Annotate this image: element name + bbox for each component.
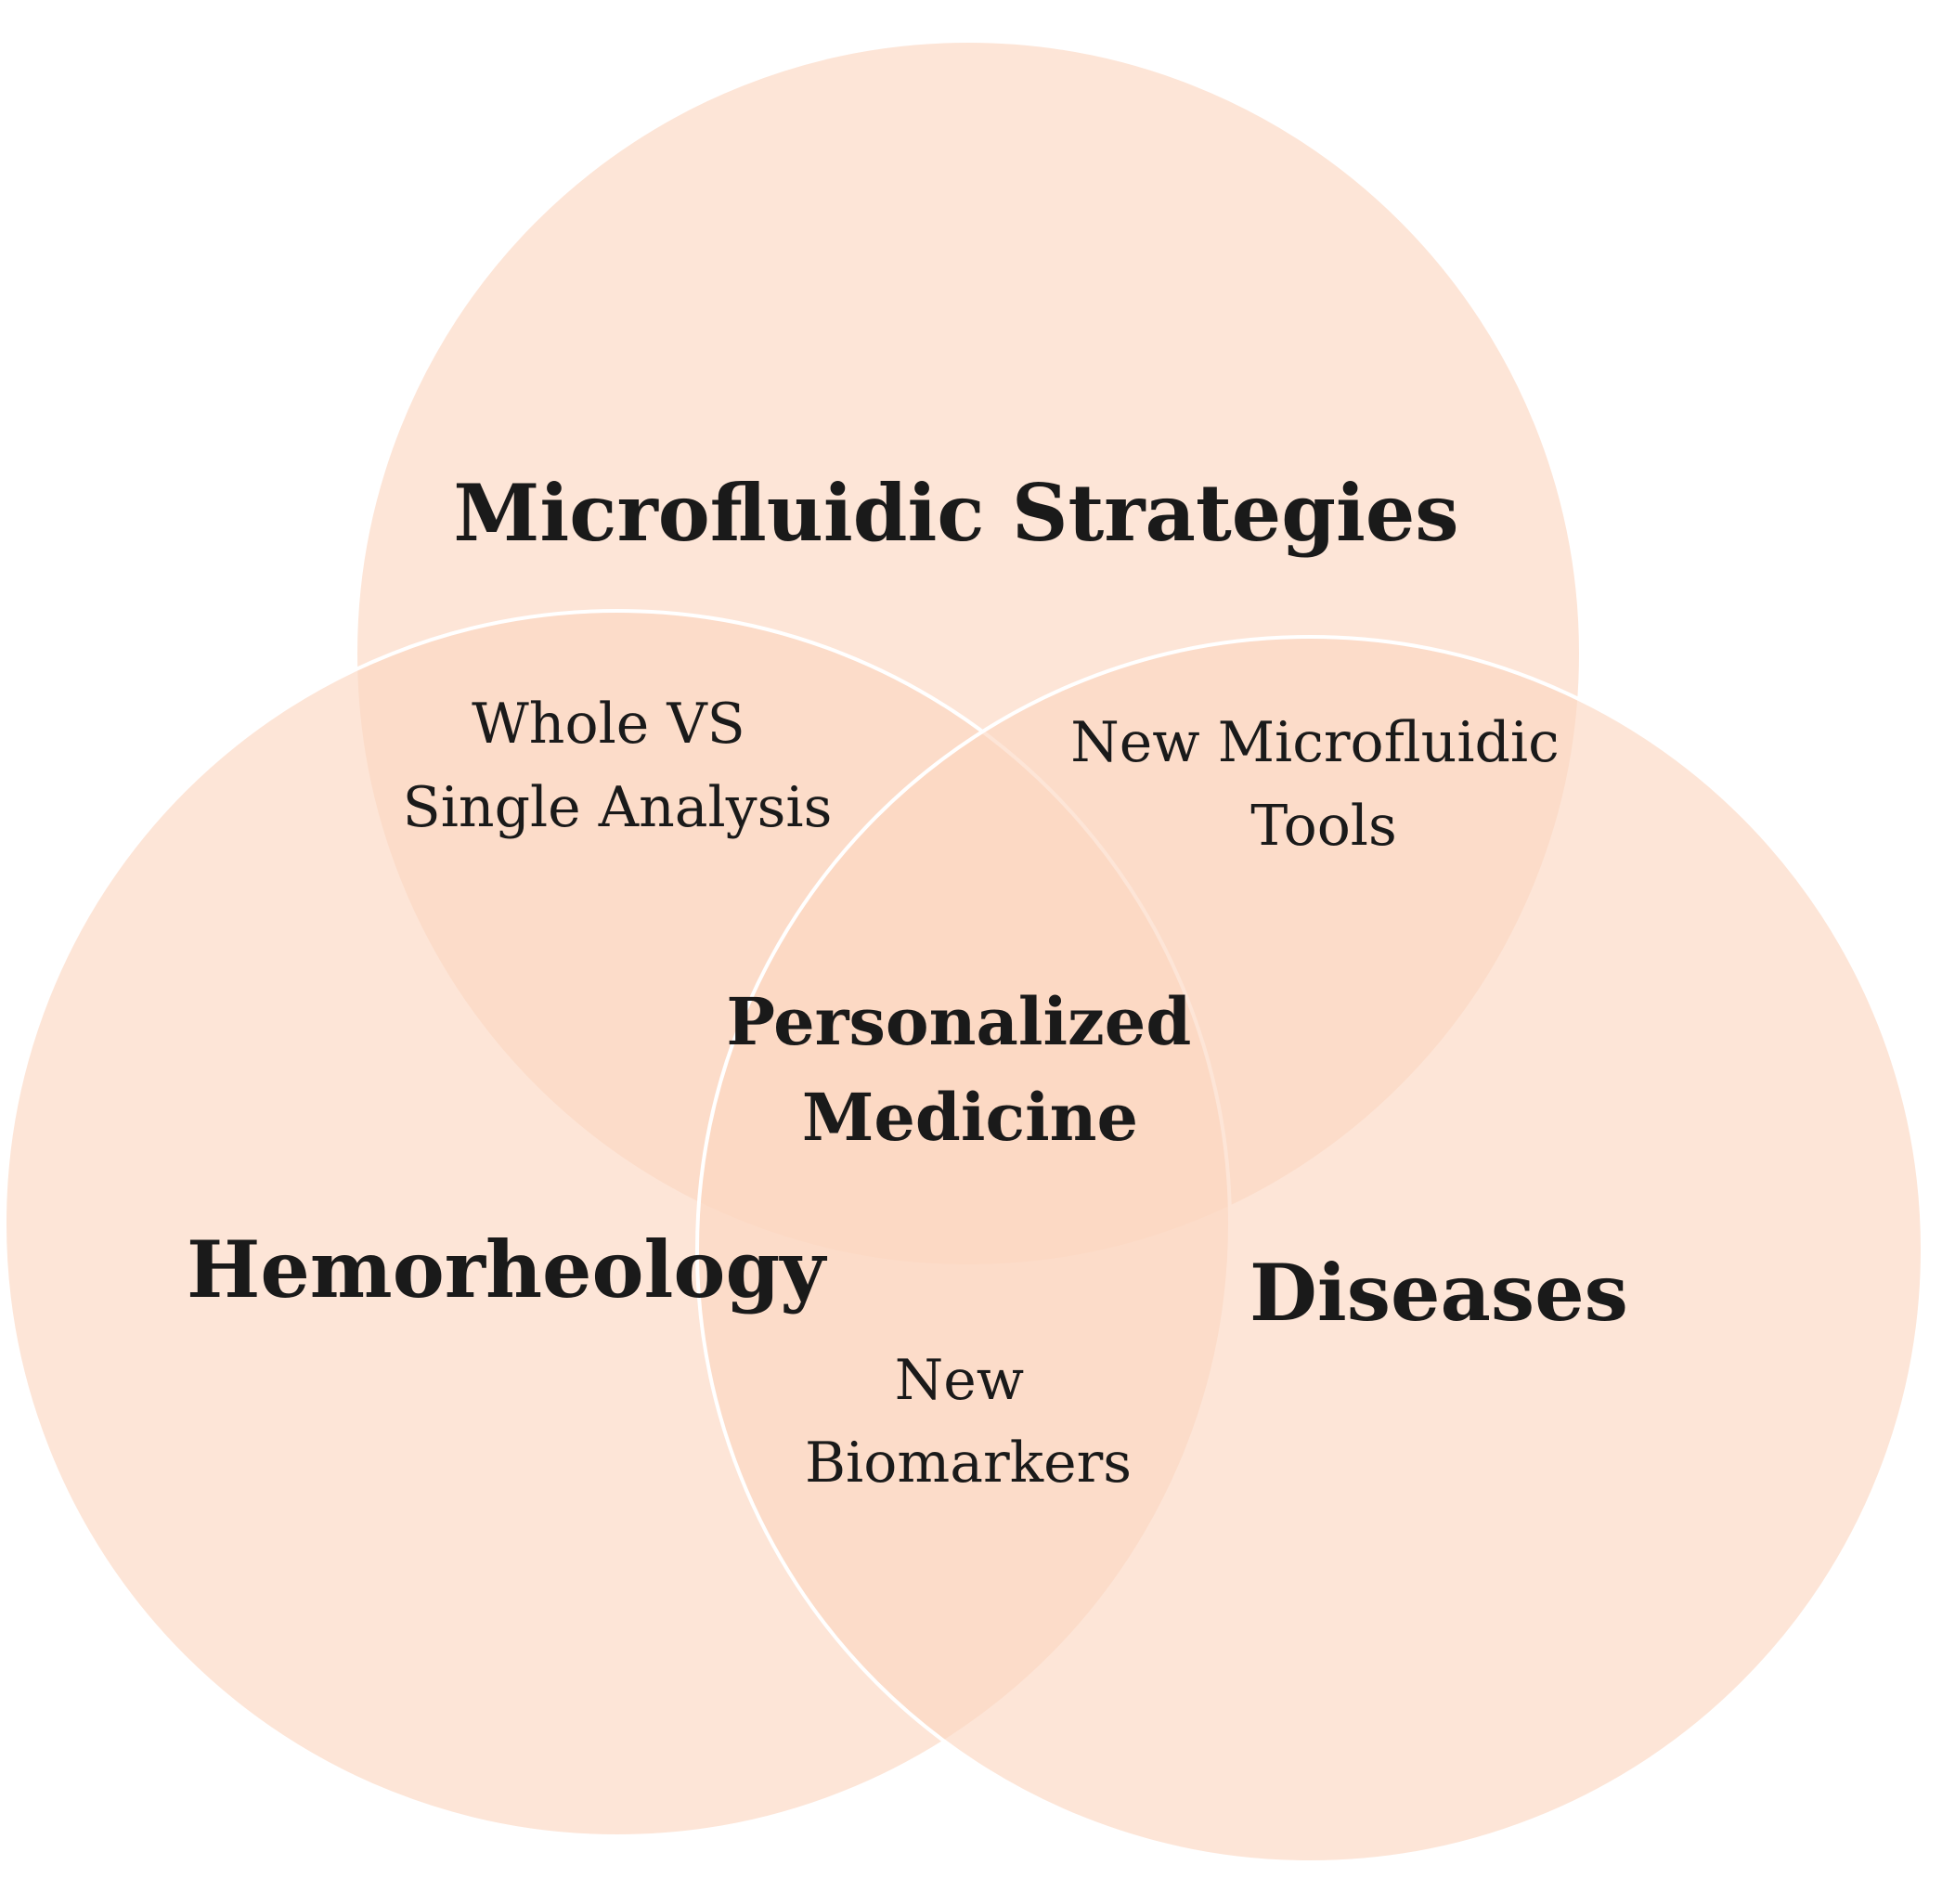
set-label-microfluidic-strategies: Microfluidic Strategies xyxy=(453,467,1458,559)
intersection-line: Whole VS xyxy=(472,692,745,757)
set-label-hemorheology: Hemorheology xyxy=(187,1224,827,1315)
set-label-diseases: Diseases xyxy=(1249,1247,1628,1339)
intersection-label-left-right: New Biomarkers xyxy=(805,1348,1132,1496)
intersection-line: Biomarkers xyxy=(805,1431,1132,1496)
intersection-label-top-left: Whole VS Single Analysis xyxy=(403,692,833,840)
intersection-line: Tools xyxy=(1250,794,1397,859)
center-label: Personalized Medicine xyxy=(726,983,1213,1156)
center-line: Medicine xyxy=(802,1079,1138,1156)
center-line: Personalized xyxy=(726,983,1191,1060)
intersection-label-top-right: New Microfluidic Tools xyxy=(1070,710,1577,859)
intersection-line: New Microfluidic xyxy=(1070,710,1560,775)
intersection-line: New xyxy=(895,1348,1024,1413)
intersection-line: Single Analysis xyxy=(403,775,833,840)
circle-diseases xyxy=(695,635,1924,1864)
